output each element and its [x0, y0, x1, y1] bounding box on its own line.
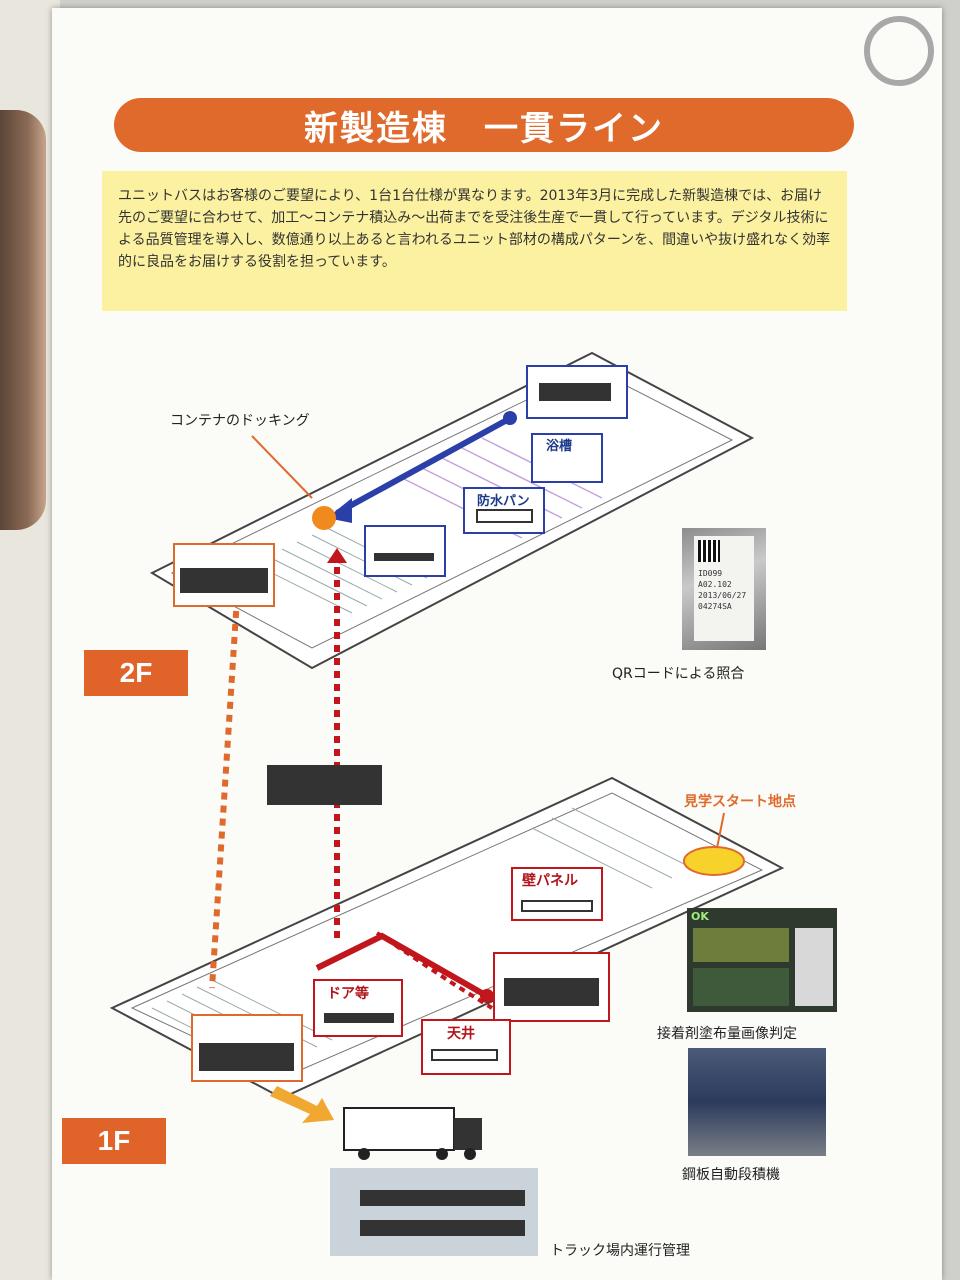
qr-card-line-4: 04274SA — [698, 602, 732, 611]
ceiling-label: 天井 — [447, 1026, 475, 1042]
tank-label: 浴槽 — [546, 439, 573, 454]
red-up-arrowhead — [327, 548, 347, 563]
callout-box-tank — [531, 433, 603, 483]
red-dotted-branch — [375, 931, 494, 1010]
floor-2f-outline — [149, 351, 755, 670]
intro-text: ユニットバスはお客様のご要望により、1台1台仕様が異なります。2013年3月に完… — [102, 171, 847, 311]
tour-start-marker — [683, 846, 745, 876]
background-left-page — [0, 0, 60, 1280]
wall-panel-label: 壁パネル — [522, 873, 578, 889]
qr-card: ID099 A02.102 2013/06/27 04274SA — [694, 536, 754, 641]
truck-management-photo — [330, 1168, 538, 1256]
callout-box-door — [313, 979, 403, 1037]
brochure-sheet: 新製造棟 一貫ライン ユニットバスはお客様のご要望により、1台1台仕様が異なりま… — [52, 8, 942, 1280]
truck-caption: トラック場内運行管理 — [550, 1243, 690, 1259]
docking-burst-icon — [312, 506, 336, 530]
floor-2f-inner — [170, 367, 734, 649]
blue-flow-line — [335, 417, 509, 516]
floor-tag-1f: 1F — [62, 1118, 166, 1164]
steel-stacker-photo — [688, 1048, 826, 1156]
waterproof-pan-label: 防水パン — [477, 494, 530, 509]
qr-code-icon — [698, 540, 720, 562]
glue-screen-panel — [795, 928, 833, 1006]
truck-icon — [343, 1107, 482, 1160]
page-title: 新製造棟 一貫ライン — [114, 98, 854, 152]
orange-dotted-flow — [209, 597, 240, 989]
binder-ring-icon — [864, 16, 934, 86]
qr-caption: QRコードによる照合 — [612, 666, 745, 682]
background-portrait — [0, 110, 46, 530]
glue-inspection-photo: OK — [687, 908, 837, 1012]
mid-container-illustration — [267, 765, 382, 805]
factory-isometric-map — [109, 351, 785, 1160]
door-label: ドア等 — [327, 986, 369, 1002]
tour-start-pointer — [716, 812, 725, 849]
callout-box-ceiling — [421, 1019, 511, 1075]
docking-label: コンテナのドッキング — [170, 413, 310, 429]
qr-card-line-3: 2013/06/27 — [698, 591, 747, 600]
red-flow-start-dot — [480, 989, 494, 1003]
glue-screen-waveform-2 — [693, 968, 789, 1006]
qr-card-line-1: ID099 — [698, 569, 723, 578]
glue-screen-waveform — [693, 928, 789, 962]
glue-screen-status: OK — [691, 910, 709, 923]
floor-tag-2f: 2F — [84, 650, 188, 696]
callout-box-parts — [364, 525, 446, 577]
blue-flow-start-dot — [503, 411, 517, 425]
shipping-arrow — [270, 1086, 334, 1123]
truck-screen-bar-1 — [360, 1190, 525, 1206]
truck-screen-bar-2 — [360, 1220, 525, 1236]
glue-caption: 接着剤塗布量画像判定 — [657, 1026, 797, 1042]
qr-card-line-2: A02.102 — [698, 580, 732, 589]
qr-photo: ID099 A02.102 2013/06/27 04274SA — [682, 528, 766, 650]
steel-caption: 鋼板自動段積機 — [682, 1167, 780, 1183]
docking-pointer — [251, 435, 313, 499]
tour-start-label: 見学スタート地点 — [684, 794, 796, 810]
